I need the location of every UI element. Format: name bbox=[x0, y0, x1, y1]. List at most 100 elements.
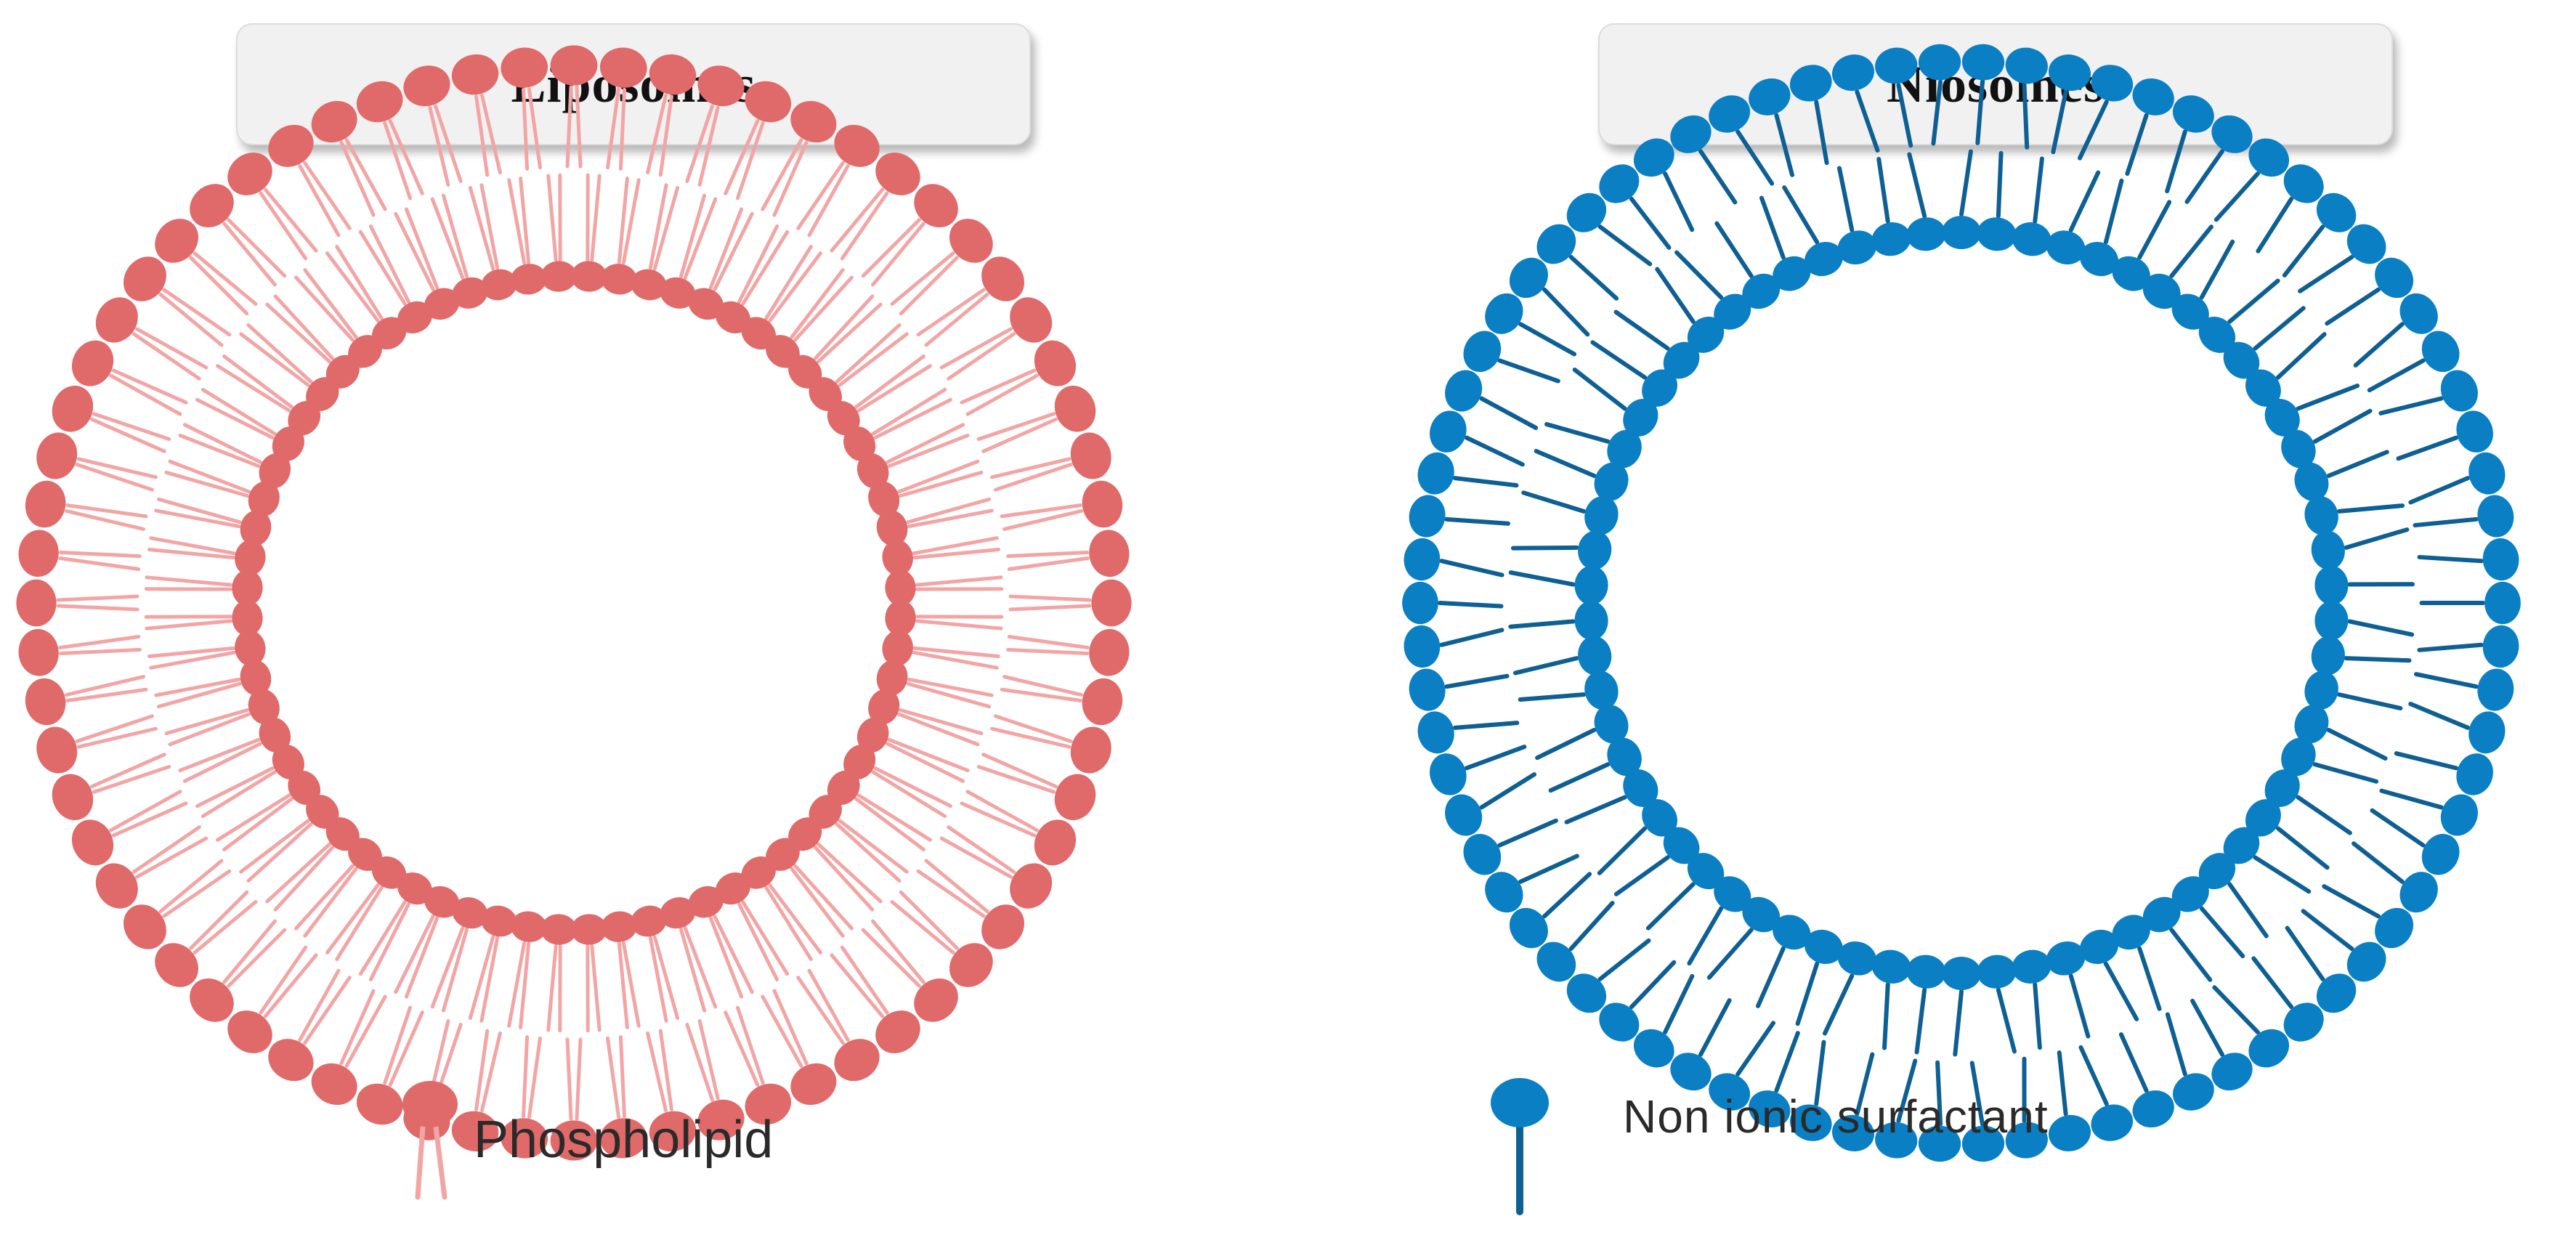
outer-tail bbox=[56, 594, 139, 602]
inner-tail bbox=[2199, 239, 2235, 300]
outer-tail bbox=[2190, 998, 2224, 1057]
phospholipid-tail bbox=[433, 1124, 447, 1200]
outer-head bbox=[1402, 581, 1438, 625]
inner-head bbox=[1773, 915, 1811, 950]
outer-tail bbox=[965, 373, 1039, 416]
outer-head bbox=[2172, 1073, 2214, 1111]
outer-head bbox=[356, 1083, 403, 1125]
outer-head bbox=[2005, 1122, 2048, 1159]
outer-tail bbox=[830, 953, 885, 1018]
inner-tail bbox=[906, 497, 992, 524]
outer-tail bbox=[2078, 1045, 2109, 1106]
inner-head bbox=[259, 453, 291, 489]
outer-tail bbox=[981, 753, 1058, 789]
outer-head bbox=[2468, 452, 2506, 495]
outer-tail bbox=[1597, 224, 1653, 267]
inner-tail bbox=[201, 770, 277, 819]
outer-head bbox=[2399, 872, 2438, 913]
inner-head bbox=[2046, 230, 2086, 265]
inner-head bbox=[1906, 217, 1946, 251]
inner-head bbox=[2314, 565, 2349, 605]
outer-tail bbox=[1931, 79, 1943, 146]
outer-tail bbox=[479, 93, 502, 175]
inner-tail bbox=[519, 177, 531, 264]
outer-tail bbox=[658, 94, 673, 177]
inner-tail bbox=[216, 793, 291, 842]
inner-head bbox=[2142, 896, 2181, 933]
inner-head bbox=[2245, 369, 2281, 407]
outer-tail bbox=[222, 222, 277, 287]
inner-tail bbox=[768, 251, 822, 323]
inner-tail bbox=[358, 900, 407, 976]
outer-tail bbox=[965, 790, 1039, 832]
outer-tail bbox=[58, 647, 142, 655]
outer-head bbox=[875, 153, 920, 195]
inner-tail bbox=[713, 211, 754, 292]
inner-tail bbox=[1759, 195, 1786, 260]
inner-tail bbox=[2137, 946, 2162, 1011]
inner-tail bbox=[2253, 855, 2312, 894]
inner-tail bbox=[907, 677, 994, 697]
outer-tail bbox=[111, 801, 188, 838]
outer-tail bbox=[1518, 322, 1577, 357]
outer-tail bbox=[575, 1037, 583, 1121]
phospholipid-icon bbox=[402, 1081, 458, 1200]
outer-tail bbox=[1698, 149, 1738, 205]
outer-tail bbox=[162, 288, 232, 337]
outer-head bbox=[1961, 44, 2005, 81]
outer-tail bbox=[618, 87, 626, 171]
inner-head bbox=[631, 905, 667, 937]
outer-head bbox=[1831, 1114, 1874, 1151]
outer-head bbox=[649, 1111, 697, 1152]
inner-head bbox=[1584, 670, 1619, 710]
outer-tail bbox=[1855, 89, 1880, 153]
inner-tail bbox=[764, 886, 813, 961]
inner-head bbox=[827, 400, 860, 436]
inner-tail bbox=[793, 864, 854, 931]
outer-head bbox=[914, 978, 958, 1022]
inner-tail bbox=[617, 941, 629, 1029]
outer-head bbox=[1054, 385, 1096, 432]
inner-tail bbox=[856, 793, 932, 842]
inner-tail bbox=[2296, 795, 2352, 835]
inner-head bbox=[1687, 853, 1725, 890]
outer-tail bbox=[2322, 884, 2381, 919]
inner-head bbox=[1714, 876, 1751, 912]
inner-tail bbox=[430, 926, 465, 1009]
outer-head bbox=[311, 1063, 357, 1106]
outer-head bbox=[451, 54, 499, 95]
inner-head bbox=[511, 264, 547, 295]
outer-tail bbox=[56, 604, 139, 612]
inner-head bbox=[1663, 341, 1700, 379]
inner-tail bbox=[246, 822, 313, 883]
inner-head bbox=[660, 277, 696, 309]
inner-tail bbox=[149, 536, 236, 556]
outer-tail bbox=[1663, 973, 1695, 1034]
inner-head bbox=[1906, 955, 1946, 989]
outer-head bbox=[71, 819, 114, 866]
inner-tail bbox=[1534, 448, 1597, 479]
inner-tail bbox=[1882, 982, 1890, 1050]
outer-tail bbox=[861, 218, 921, 278]
inner-tail bbox=[1953, 989, 1964, 1057]
inner-tail bbox=[885, 742, 965, 783]
outer-tail bbox=[735, 121, 765, 200]
outer-tail bbox=[2118, 1032, 2149, 1093]
outer-head bbox=[501, 47, 548, 88]
outer-head bbox=[1089, 530, 1130, 578]
inner-tail bbox=[168, 712, 251, 747]
inner-tail bbox=[897, 712, 980, 747]
inner-head bbox=[235, 630, 266, 666]
surfactant-icon bbox=[1491, 1078, 1549, 1215]
outer-tail bbox=[89, 753, 166, 789]
outer-tail bbox=[58, 634, 141, 650]
inner-tail bbox=[907, 508, 994, 529]
outer-head bbox=[2477, 668, 2514, 711]
inner-head bbox=[424, 288, 460, 320]
inner-tail bbox=[768, 883, 822, 955]
outer-head bbox=[1034, 340, 1077, 386]
outer-tail bbox=[2325, 287, 2381, 326]
outer-tail bbox=[1464, 745, 1527, 771]
inner-head bbox=[2304, 495, 2338, 535]
inner-head bbox=[882, 540, 913, 576]
